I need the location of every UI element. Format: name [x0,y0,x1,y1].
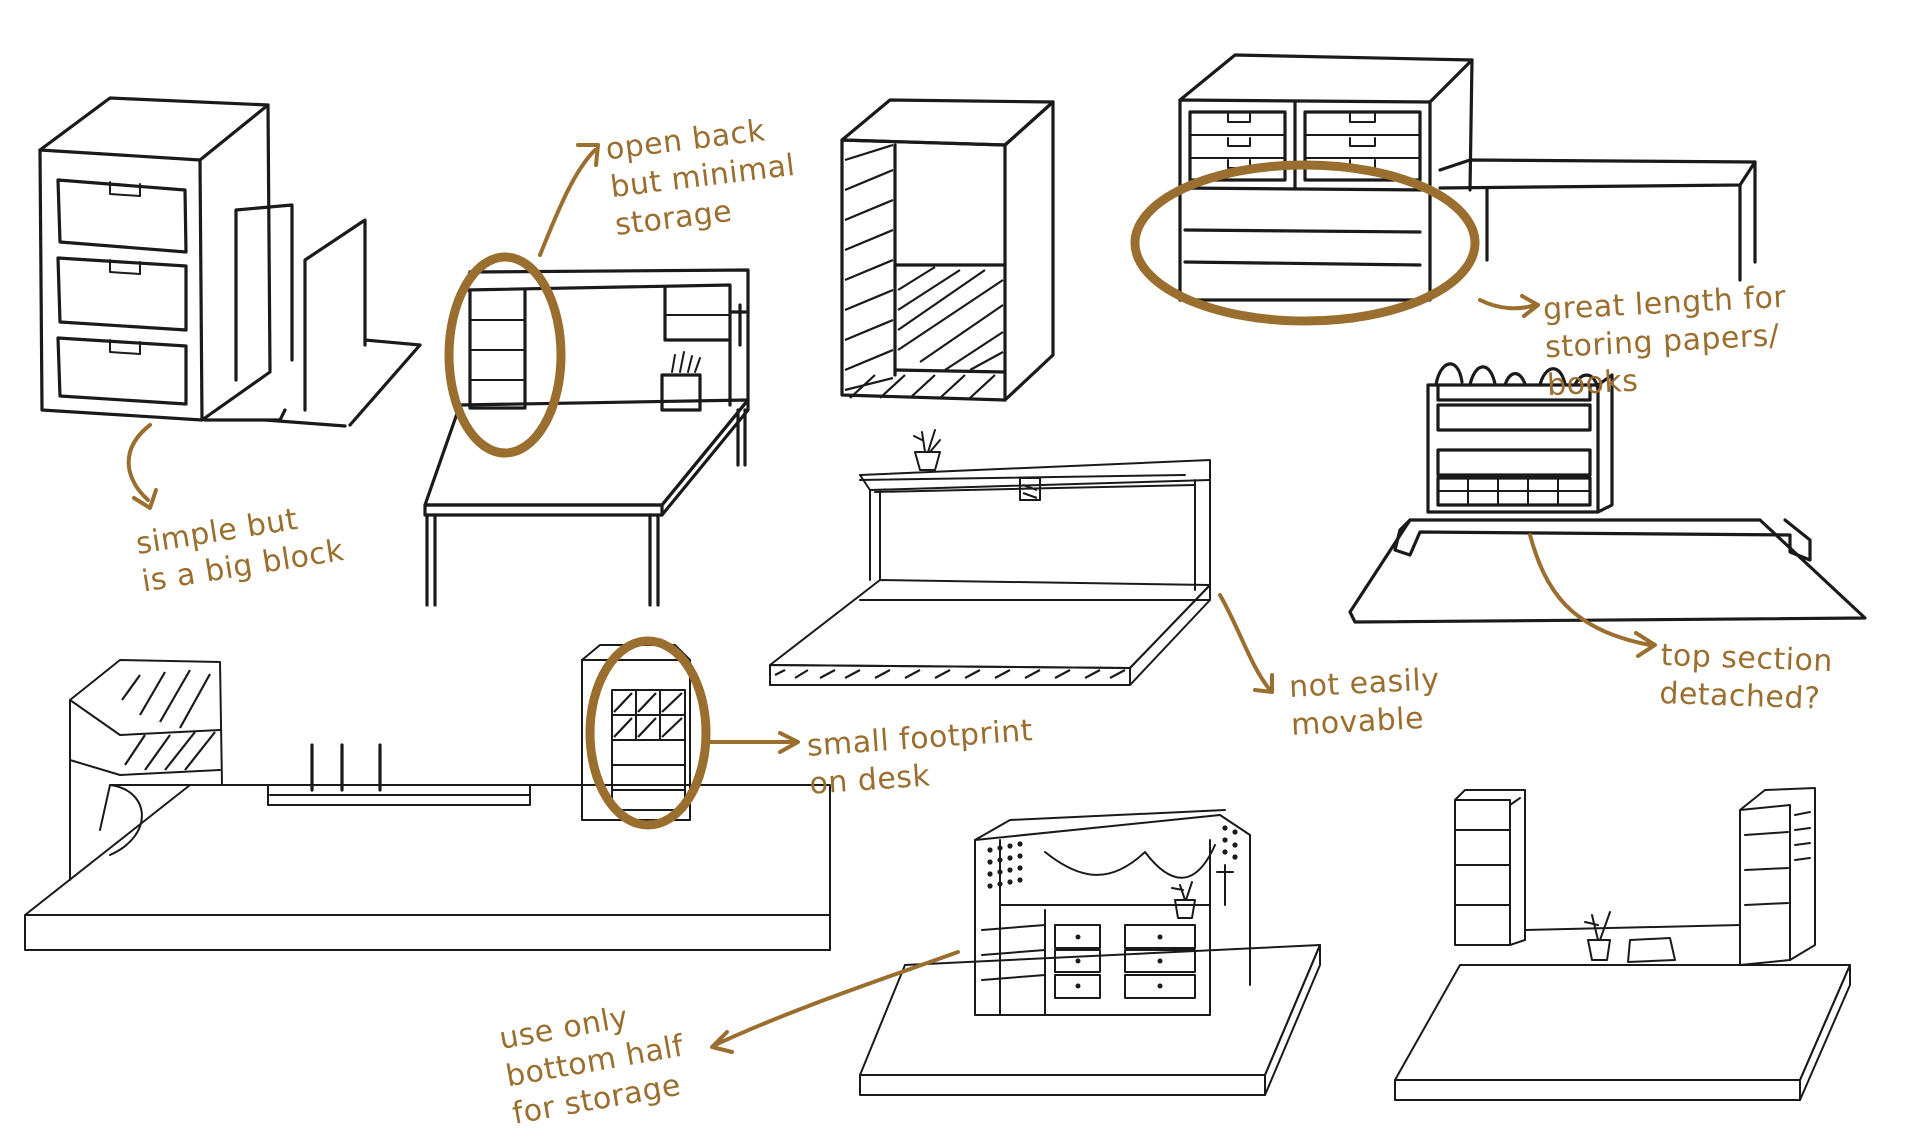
arrow-top-detached [1528,533,1657,658]
highlight-open-back [444,252,566,458]
sketch-filing-cabinet [38,96,422,428]
arrow-open-back [538,143,600,257]
arrow-small-footprint [708,731,800,754]
highlight-small-footprint [585,636,711,830]
sketch-desk-hutch [859,809,1321,1096]
arrow-not-movable [1218,593,1274,694]
sketch-desk-top-section [1348,362,1867,624]
note-small-footprint: small footprint on desk [805,713,1035,802]
arrow-simple-block [126,423,158,510]
sketch-wall-desk [769,429,1211,686]
note-not-movable: not easily movable [1288,662,1441,743]
highlight-great-length [1130,160,1480,326]
arrow-bottom-half [710,950,960,1054]
note-great-length: great length for storing papers/ books [1542,279,1788,404]
note-open-back: open back but minimal storage [603,113,798,243]
sketch-desk-side-shelving [24,644,831,951]
sketch-desk-tall-shelves [1394,787,1851,1101]
sketch-bookshelf [840,98,1055,402]
note-top-detached: top section detached? [1658,638,1834,717]
arrow-great-length [1478,294,1540,318]
